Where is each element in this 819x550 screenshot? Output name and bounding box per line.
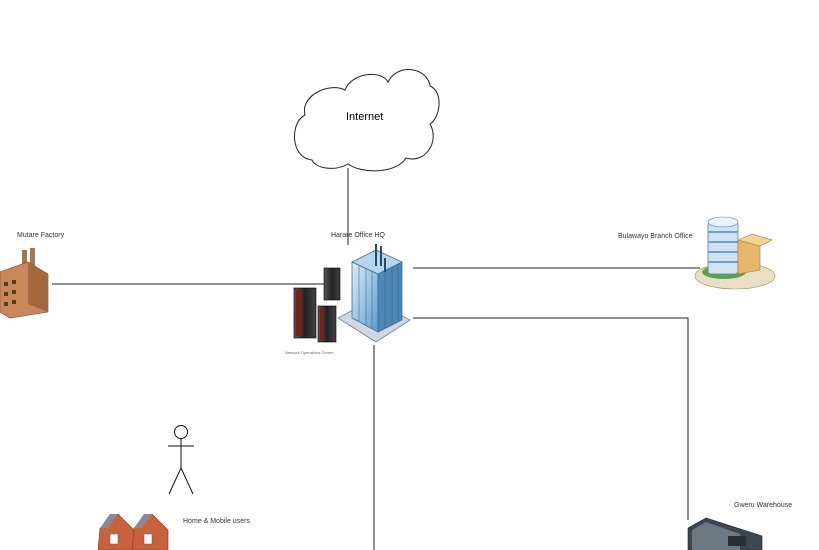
home-houses-icon: [97, 513, 169, 550]
gweru-label: Gweru Warehouse: [734, 502, 793, 509]
mutare-label: Mutare Factory: [17, 232, 65, 239]
bulawayo-label: Bulawayo Branch Office: [618, 233, 693, 240]
branch-office-icon: [694, 216, 776, 290]
internet-label: Internet: [346, 111, 384, 123]
factory-icon: [0, 248, 49, 319]
noc-label: Network Operations Centre: [285, 350, 334, 355]
hq-label: Harare Office HQ: [331, 232, 385, 239]
home-users-label: Home & Mobile users: [183, 518, 250, 525]
user-actor-icon: [168, 425, 194, 495]
internet-cloud: [294, 69, 440, 172]
link-hq-gweru: [413, 317, 689, 520]
server-rack-icon: [293, 267, 341, 343]
connection-lines: [52, 168, 700, 550]
warehouse-icon: [687, 517, 763, 550]
hq-building-icon: [337, 244, 411, 343]
